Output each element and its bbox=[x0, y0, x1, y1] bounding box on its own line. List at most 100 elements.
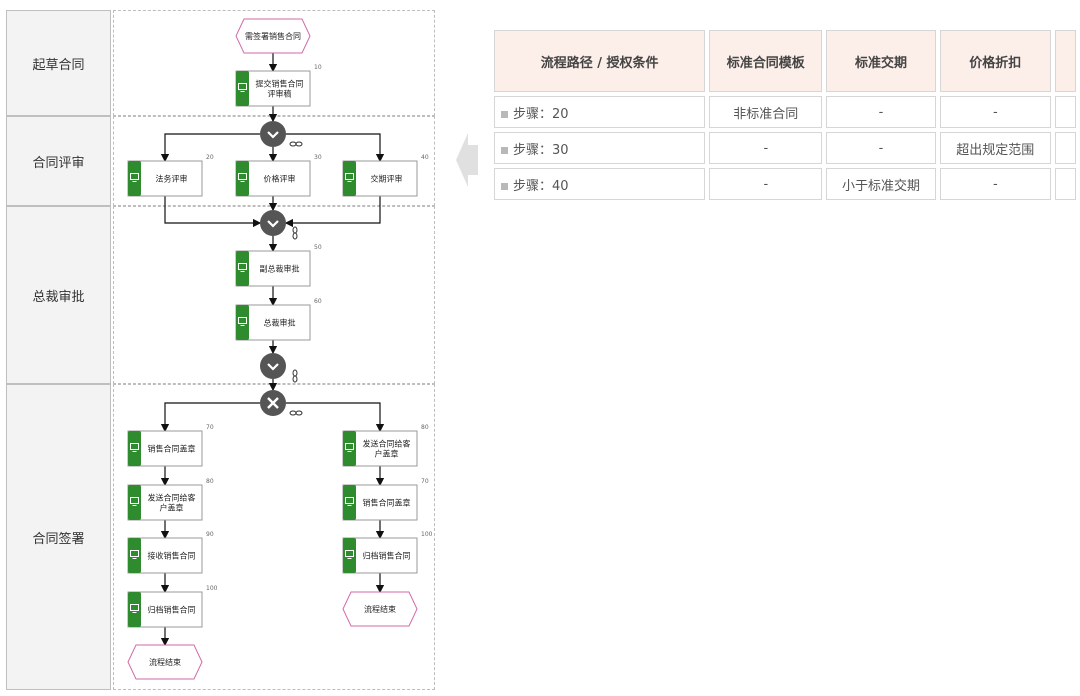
table-cell: - bbox=[939, 168, 1051, 200]
task-type-strip bbox=[128, 431, 141, 466]
task-label: 交期评审 bbox=[371, 174, 403, 184]
bullet-square-icon bbox=[501, 110, 508, 118]
chevron-down-icon bbox=[267, 131, 279, 139]
gateway-circle bbox=[260, 121, 286, 147]
gateway-3 bbox=[260, 353, 298, 383]
lane-label-draft: 起草合同 bbox=[6, 10, 111, 116]
task-number: 60 bbox=[314, 298, 322, 305]
task-label: 提交销售合同 bbox=[256, 79, 304, 89]
link-icon-part bbox=[295, 141, 303, 147]
task-tL70[interactable]: 销售合同盖章 70 bbox=[127, 424, 214, 467]
task-number: 20 bbox=[206, 154, 214, 161]
flow-arrow bbox=[164, 196, 262, 228]
task-label: 发送合同给客 bbox=[148, 493, 196, 503]
task-type-strip bbox=[343, 161, 356, 196]
step-label: 步骤：40 bbox=[513, 178, 569, 194]
task-label: 销售合同盖章 bbox=[363, 498, 411, 508]
task-label: 总裁审批 bbox=[264, 318, 296, 328]
gateway-circle bbox=[260, 353, 286, 379]
table-row: 步骤：20 非标准合同 - - bbox=[494, 96, 1076, 128]
task-type-strip bbox=[128, 538, 141, 573]
task-number: 10 bbox=[314, 64, 322, 71]
col-header-path: 流程路径 / 授权条件 bbox=[494, 30, 706, 92]
table-cell: - bbox=[826, 96, 936, 128]
cross-icon-stroke bbox=[267, 397, 279, 409]
task-label: 评审稿 bbox=[268, 89, 292, 99]
task-type-strip bbox=[236, 71, 249, 106]
gateway-circle bbox=[260, 210, 286, 236]
table-cell: - bbox=[939, 96, 1051, 128]
task-label: 归档销售合同 bbox=[148, 605, 196, 615]
task-number: 100 bbox=[421, 531, 433, 538]
link-icon bbox=[292, 369, 298, 377]
task-number: 70 bbox=[206, 424, 214, 431]
step-label: 步骤：20 bbox=[513, 106, 569, 122]
lane-label-review: 合同评审 bbox=[6, 116, 111, 206]
event-label: 流程结束 bbox=[364, 604, 396, 614]
event-shape bbox=[127, 644, 203, 680]
lane-label-approval: 总裁审批 bbox=[6, 206, 111, 384]
event-end_right: 流程结束 bbox=[342, 591, 418, 627]
task-number: 80 bbox=[421, 424, 429, 431]
left-arrow-icon bbox=[456, 133, 478, 187]
link-icon-part bbox=[292, 232, 298, 240]
task-number: 100 bbox=[206, 585, 218, 592]
task-tL100[interactable]: 归档销售合同 100 bbox=[127, 585, 218, 628]
flow-connectors bbox=[160, 53, 385, 647]
table-cell: 超出规定范围 bbox=[939, 132, 1051, 164]
monitor-icon bbox=[130, 604, 139, 611]
task-tR70[interactable]: 销售合同盖章 70 bbox=[342, 478, 429, 521]
monitor-icon bbox=[238, 83, 247, 90]
step-cell: 步骤：30 bbox=[494, 132, 706, 164]
table-cell: 非标准合同 bbox=[709, 96, 823, 128]
task-label: 销售合同盖章 bbox=[148, 444, 196, 454]
lane-label-sign: 合同签署 bbox=[6, 384, 111, 690]
task-type-strip bbox=[236, 251, 249, 286]
task-t60[interactable]: 总裁审批 60 bbox=[235, 298, 322, 341]
conditions-table: 流程路径 / 授权条件 标准合同模板 标准交期 价格折扣 步骤：20 非标准合同… bbox=[494, 30, 1080, 200]
task-label: 户盖章 bbox=[375, 449, 399, 459]
task-t40[interactable]: 交期评审 40 bbox=[342, 154, 429, 197]
bullet-square-icon bbox=[501, 182, 508, 190]
task-number: 40 bbox=[421, 154, 429, 161]
chevron-down-icon bbox=[267, 220, 279, 228]
gateway-2 bbox=[260, 210, 298, 240]
monitor-icon bbox=[345, 173, 354, 180]
gateway-1 bbox=[260, 121, 303, 147]
event-label: 需签署销售合同 bbox=[245, 31, 301, 41]
table-cell: - bbox=[709, 132, 823, 164]
flow-arrow bbox=[160, 402, 260, 433]
flow-arrow bbox=[160, 133, 260, 163]
task-label: 接收销售合同 bbox=[148, 551, 196, 561]
table-cell: - bbox=[709, 168, 823, 200]
col-header-extra bbox=[1054, 30, 1076, 92]
monitor-icon bbox=[345, 443, 354, 450]
link-icon bbox=[289, 141, 297, 147]
event-shape bbox=[342, 591, 418, 627]
table-cell: - bbox=[826, 132, 936, 164]
monitor-icon bbox=[238, 263, 247, 270]
monitor-icon bbox=[238, 173, 247, 180]
monitor-icon bbox=[130, 497, 139, 504]
flow-arrow bbox=[284, 196, 381, 228]
task-type-strip bbox=[343, 485, 356, 520]
task-type-strip bbox=[128, 485, 141, 520]
task-number: 70 bbox=[421, 478, 429, 485]
monitor-icon bbox=[238, 317, 247, 324]
table-cell bbox=[1054, 168, 1076, 200]
link-icon-part bbox=[292, 375, 298, 383]
task-number: 80 bbox=[206, 478, 214, 485]
monitor-icon bbox=[130, 550, 139, 557]
table-cell bbox=[1054, 132, 1076, 164]
monitor-icon bbox=[345, 550, 354, 557]
task-type-strip bbox=[236, 305, 249, 340]
